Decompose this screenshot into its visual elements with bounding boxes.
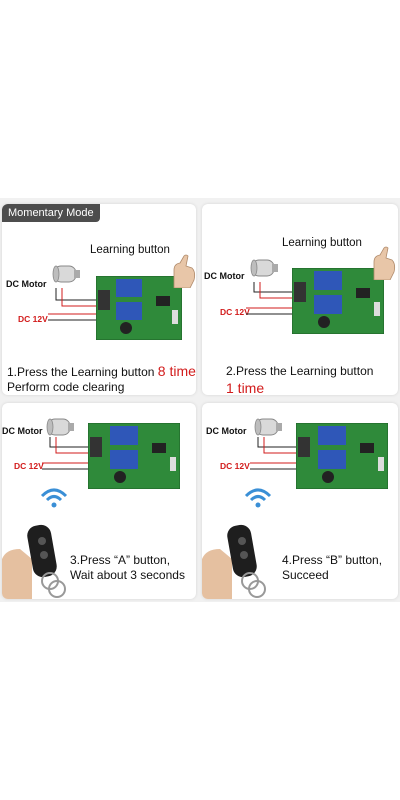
remote-control-icon xyxy=(2,524,66,599)
hand-pointer-icon xyxy=(173,254,196,288)
learning-button-label-2: Learning button xyxy=(282,237,362,249)
dc-motor-icon-4 xyxy=(254,418,282,436)
step-2-text: 2.Press the Learning button 1 time xyxy=(226,364,373,395)
wire-lines xyxy=(48,288,100,321)
dc-12v-label: DC 12V xyxy=(18,314,48,324)
dc-motor-label-2: DC Motor xyxy=(204,271,245,281)
step-3-text: 3.Press “A” button, Wait about 3 seconds xyxy=(70,553,185,583)
step-2-main: 2.Press the Learning button xyxy=(226,364,374,378)
step-4-text: 4.Press “B” button, Succeed xyxy=(282,553,382,583)
dc-12v-label-3: DC 12V xyxy=(14,461,44,471)
relay-board-icon-4 xyxy=(296,423,388,489)
step-4-card: DC Motor DC 12V xyxy=(202,403,398,599)
dc-12v-label-4: DC 12V xyxy=(220,461,250,471)
step-4-main: 4.Press “B” button, xyxy=(282,553,383,567)
step-2-card: Learning button DC Motor DC 12V 2.Pr xyxy=(202,204,398,395)
hand-pointer-icon-2 xyxy=(373,246,396,280)
wireless-signal-icon xyxy=(40,488,68,508)
dc-motor-icon xyxy=(52,265,80,283)
step-3-main: 3.Press “A” button, xyxy=(70,553,171,567)
step-4-line2: Succeed xyxy=(282,568,329,582)
dc-motor-label-4: DC Motor xyxy=(206,426,247,436)
step-3-card: DC Motor DC 12V xyxy=(2,403,196,599)
wireless-signal-icon-2 xyxy=(244,488,272,508)
remote-control-icon-2 xyxy=(202,524,266,599)
dc-motor-icon-2 xyxy=(250,259,278,277)
step-1-main: 1.Press the Learning button xyxy=(7,365,155,379)
dc-12v-label-2: DC 12V xyxy=(220,307,250,317)
step-1-highlight: 8 time xyxy=(157,363,196,379)
relay-board-icon xyxy=(96,276,182,340)
relay-board-icon-3 xyxy=(88,423,180,489)
step-1-card: Momentary Mode Learning button DC Motor … xyxy=(2,204,196,395)
learning-button-label: Learning button xyxy=(90,244,170,256)
instruction-panel: Momentary Mode Learning button DC Motor … xyxy=(0,198,400,602)
step-2-highlight: 1 time xyxy=(226,380,265,395)
dc-motor-label: DC Motor xyxy=(6,279,47,289)
step-1-line2: Perform code clearing xyxy=(7,380,125,394)
wire-lines-4 xyxy=(250,437,296,470)
wire-lines-2 xyxy=(246,282,292,315)
step-3-line2: Wait about 3 seconds xyxy=(70,568,185,582)
wire-lines-3 xyxy=(42,437,88,470)
step-1-text: 1.Press the Learning button 8 time Perfo… xyxy=(7,364,196,395)
dc-motor-icon-3 xyxy=(46,418,74,436)
mode-badge: Momentary Mode xyxy=(2,204,100,222)
relay-board-icon-2 xyxy=(292,268,384,334)
dc-motor-label-3: DC Motor xyxy=(2,426,43,436)
